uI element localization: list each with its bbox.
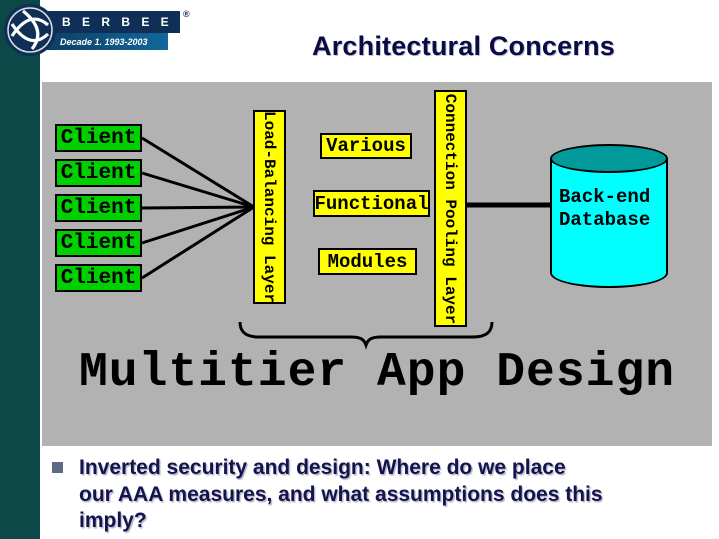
bullet-text: Inverted security and design: Where do w… — [79, 456, 603, 533]
bullet-item: Inverted security and design: Where do w… — [52, 455, 622, 535]
client-node-4: Client — [55, 229, 142, 257]
curly-brace — [238, 321, 494, 350]
functional-label: Functional — [314, 192, 429, 215]
brand-bar: B E R B E E — [38, 11, 180, 33]
bullet-marker — [52, 462, 63, 473]
load-balancing-layer-label: Load-Balancing Layer — [260, 110, 279, 304]
client-node-5: Client — [55, 264, 142, 292]
modules-label: Modules — [327, 250, 408, 273]
multitier-caption: Multitier App Design — [78, 346, 676, 400]
client-label: Client — [60, 266, 137, 290]
various-box: Various — [320, 133, 412, 159]
berbee-logo-icon — [4, 4, 56, 56]
various-label: Various — [326, 135, 406, 157]
slide-title: Architectural Concerns — [312, 31, 615, 61]
client-node-3: Client — [55, 194, 142, 222]
client-node-1: Client — [55, 124, 142, 152]
connector-lines — [141, 136, 554, 350]
database-label: Back-end Database — [559, 186, 651, 231]
registered-trademark: ® — [183, 9, 190, 19]
client-label: Client — [60, 196, 137, 220]
database-cylinder-body — [550, 158, 668, 288]
load-balancing-layer-box: Load-Balancing Layer — [253, 110, 286, 304]
client-fan-lines — [141, 136, 255, 280]
backend-database-cylinder: Back-end Database — [550, 144, 668, 288]
client-label: Client — [60, 231, 137, 255]
berbee-logo — [3, 3, 57, 57]
client-node-2: Client — [55, 159, 142, 187]
slide-left-border — [0, 0, 40, 539]
database-cylinder-top — [550, 144, 668, 173]
connection-pooling-layer-box: Connection Pooling Layer — [434, 90, 467, 327]
client-label: Client — [60, 161, 137, 185]
brand-tagline: Decade 1. 1993-2003 — [38, 33, 168, 50]
functional-box: Functional — [313, 190, 430, 217]
connection-pooling-layer-label: Connection Pooling Layer — [441, 93, 460, 324]
client-label: Client — [60, 126, 137, 150]
architecture-diagram: Client Client Client Client Client Load-… — [42, 82, 712, 446]
modules-box: Modules — [318, 248, 417, 275]
brand-name: B E R B E E — [62, 15, 173, 29]
